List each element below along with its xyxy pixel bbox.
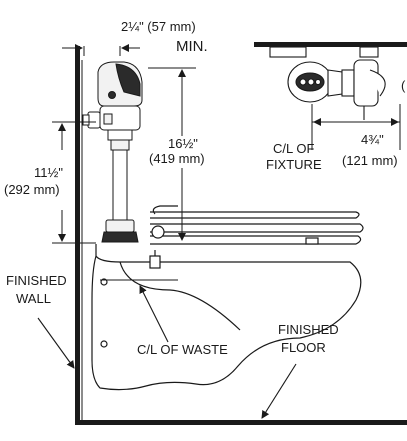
offset-mm: (121 mm): [342, 153, 398, 168]
finished-wall-label-line1: FINISHED: [6, 273, 67, 288]
dim-valve-height: [148, 67, 196, 241]
leader-floor: [261, 363, 297, 419]
minimum-label: MIN.: [176, 38, 208, 55]
cut-off-paren: (: [401, 78, 406, 93]
valve-height-inches: 16½": [168, 136, 198, 151]
spud-height-inches: 11½": [34, 165, 63, 180]
finished-wall: [75, 46, 83, 424]
fixture-centerline-line2: FIXTURE: [266, 157, 322, 172]
toilet-bowl: [91, 205, 364, 391]
flushometer-valve: [82, 61, 143, 243]
finished-floor: [75, 420, 407, 425]
flush-clearance-dimension: 2¼" (57 mm): [121, 19, 196, 34]
fixture-centerline-line1: C/L OF: [273, 141, 315, 156]
offset-inches: 4¾": [361, 132, 384, 147]
finished-wall-label-line2: WALL: [16, 291, 51, 306]
finished-floor-label-line1: FINISHED: [278, 322, 339, 337]
top-view-valve: [254, 42, 407, 120]
leader-wall: [37, 317, 75, 369]
dim-offset: [311, 104, 401, 150]
dim-flush-clearance: [62, 44, 140, 56]
leader-waste: [139, 285, 169, 343]
dim-spud-height: [52, 121, 96, 244]
finished-floor-label-line2: FLOOR: [281, 340, 326, 355]
waste-centerline-label: C/L OF WASTE: [137, 342, 228, 357]
valve-height-mm: (419 mm): [149, 151, 205, 166]
spud-height-mm: (292 mm): [4, 182, 60, 197]
